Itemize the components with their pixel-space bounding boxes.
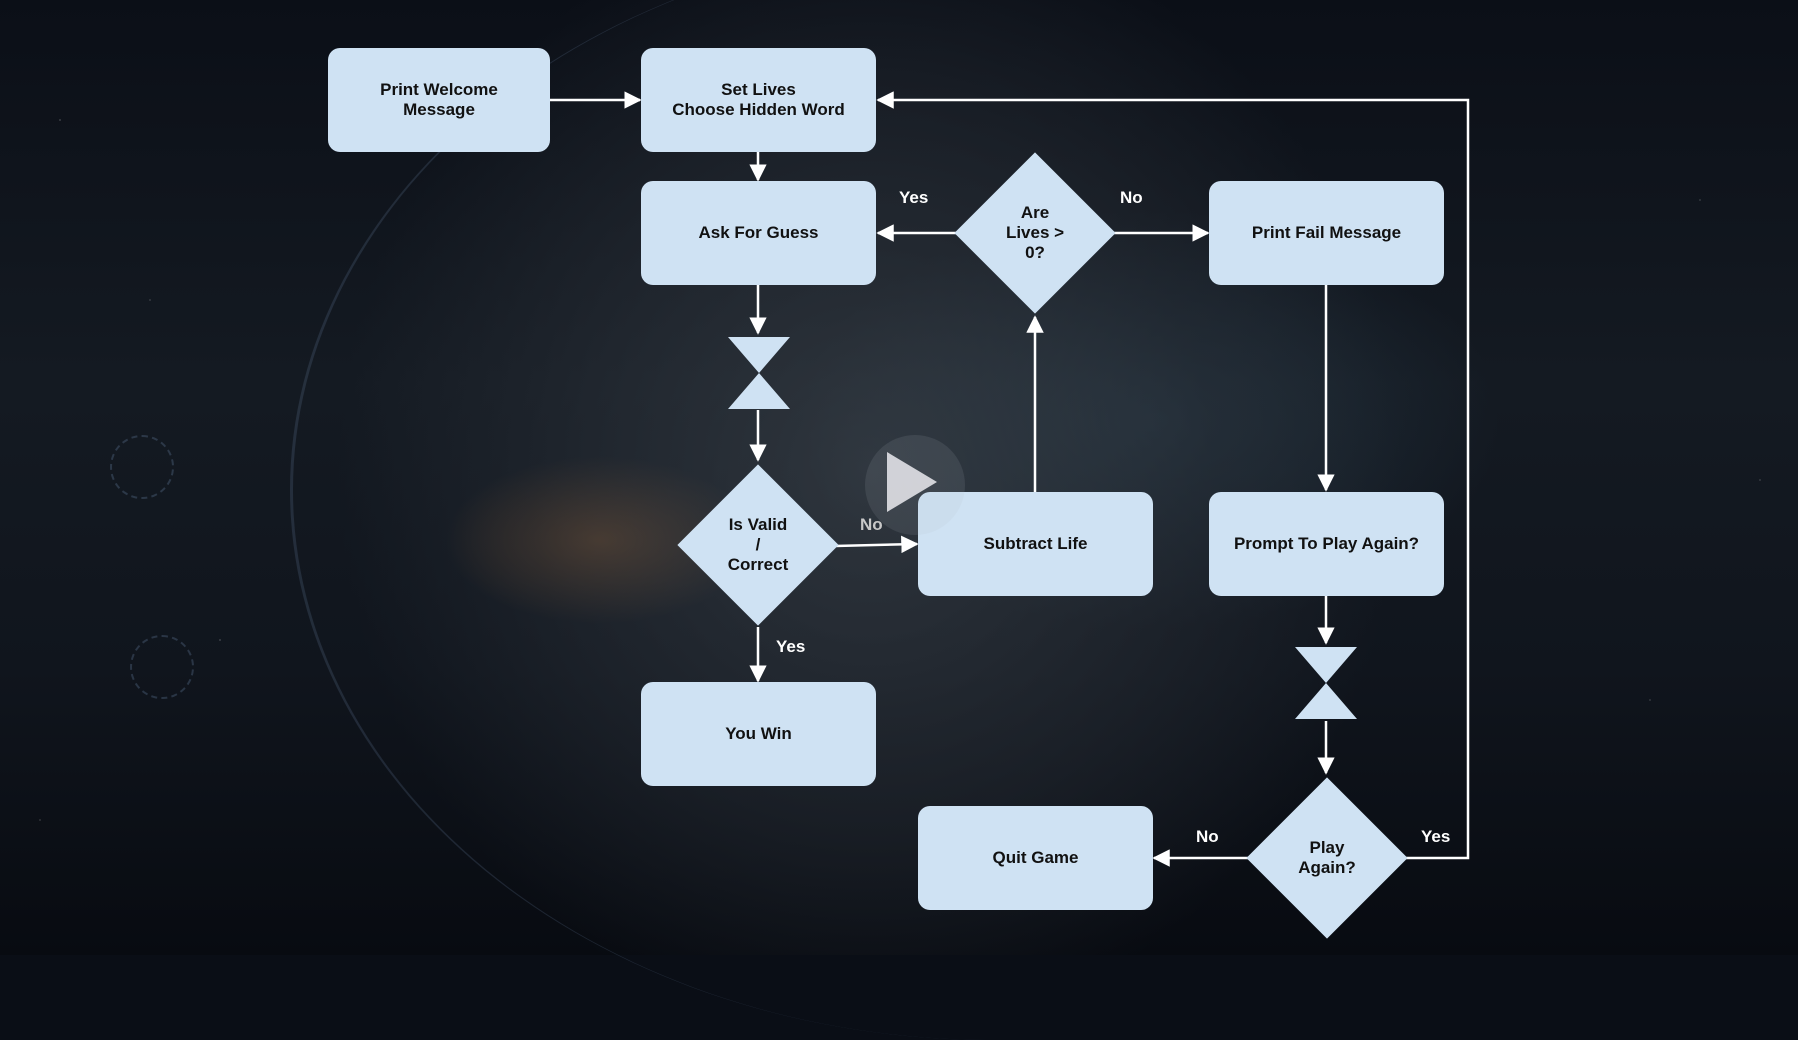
hourglass-icon <box>728 337 790 409</box>
node-prompt-play-again: Prompt To Play Again? <box>1209 492 1444 596</box>
node-you-win: You Win <box>641 682 876 786</box>
hourglass-icon <box>1295 647 1357 719</box>
label-valid-yes: Yes <box>776 637 806 656</box>
edge-valid-to-subtract <box>834 535 919 554</box>
node-quit-game: Quit Game <box>918 806 1153 910</box>
play-icon[interactable] <box>887 452 937 512</box>
decision-is-valid: Is Valid / Correct <box>677 462 839 628</box>
node-set-lives: Set Lives Choose Hidden Word <box>641 48 876 152</box>
edge-again-to-setlives <box>876 91 1470 860</box>
flowchart-edges <box>550 91 1470 867</box>
node-ask-for-guess: Ask For Guess <box>641 181 876 285</box>
decorative-ring-icon <box>110 435 174 499</box>
node-print-fail: Print Fail Message <box>1209 181 1444 285</box>
planet-edge <box>290 0 1693 1040</box>
label-lives-no: No <box>1120 188 1143 207</box>
decision-play-again: Play Again? <box>1246 775 1408 941</box>
label-valid-no: No <box>860 515 883 534</box>
node-print-welcome: Print Welcome Message <box>328 48 550 152</box>
label-lives-yes: Yes <box>899 188 929 207</box>
decorative-ring-icon <box>130 635 194 699</box>
label-again-no: No <box>1196 827 1219 846</box>
decision-are-lives: Are Lives > 0? <box>954 150 1116 316</box>
label-again-yes: Yes <box>1421 827 1451 846</box>
node-subtract-life: Subtract Life <box>918 492 1153 596</box>
